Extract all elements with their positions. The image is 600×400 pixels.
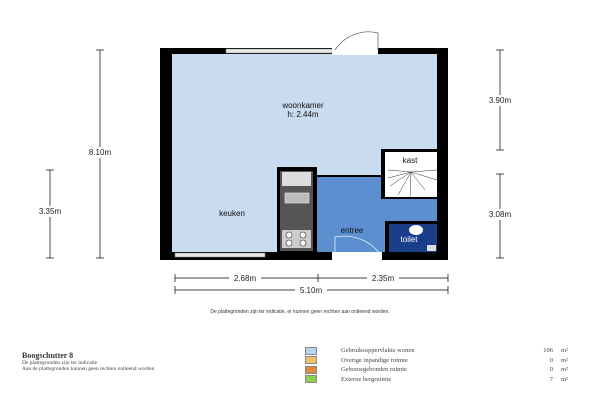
dim-total-width: 5.10m (300, 286, 323, 295)
front-door-swing (334, 235, 381, 255)
stove-icon (282, 230, 311, 248)
room-label-toilet: toilet (401, 235, 419, 244)
legend-value: 106 (543, 347, 553, 355)
info-line-2: Aan de plattegronden kunnen geen rechten… (22, 366, 155, 372)
area-legend: Gebruiksoppervlakte wonen 106 m² Overige… (305, 346, 575, 384)
info-line-1: De plattegronden zijn ter indicatie (22, 360, 98, 366)
dim-right-upper: 3.90m (489, 96, 512, 105)
legend-value: 0 (549, 356, 553, 364)
garden-door-opening (332, 47, 378, 55)
dim-bottom-right: 2.35m (372, 274, 395, 283)
bottom-window (174, 252, 266, 258)
legend-row: Gebruiksoppervlakte wonen 106 m² (305, 346, 575, 356)
room-label-keuken: keuken (219, 209, 245, 218)
top-window (225, 48, 333, 54)
legend-unit: m² (561, 347, 569, 355)
toilet-bowl-icon (409, 225, 423, 235)
legend-label: Externe bergruimte (341, 375, 392, 383)
dim-bottom-left: 2.68m (234, 274, 257, 283)
legend-row: Overige inpandige ruimte 0 m² (305, 356, 575, 366)
legend-row: Gebouwgebonden ruimte 0 m² (305, 365, 575, 375)
legend-swatch (305, 346, 317, 355)
room-height: h: 2.44m (287, 110, 318, 119)
legend-value: 7 (549, 375, 553, 383)
fridge (282, 172, 311, 186)
legend-unit: m² (561, 375, 569, 383)
info-block: Boogschutter 8 De plattegronden zijn ter… (22, 351, 154, 372)
sink-icon (284, 192, 310, 204)
room-label-entree: entree (341, 226, 364, 235)
room-label-woonkamer: woonkamer (281, 101, 324, 110)
address-title: Boogschutter 8 (22, 351, 74, 360)
legend-swatch (305, 356, 317, 365)
dim-total-height: 8.10m (89, 148, 112, 157)
legend-label: Gebruiksoppervlakte wonen (341, 347, 415, 355)
garden-door-swing (334, 31, 379, 51)
front-door-opening (332, 252, 382, 260)
room-label-kast: kast (403, 156, 418, 165)
legend-label: Gebouwgebonden ruimte (341, 366, 407, 374)
legend-row: Externe bergruimte 7 m² (305, 375, 575, 385)
washbasin-icon (427, 245, 436, 251)
entree-area (317, 177, 387, 252)
legend-swatch (305, 375, 317, 384)
stairs-icon (387, 169, 438, 198)
disclaimer: De plattegronden zijn ter indicatie, er … (210, 309, 390, 315)
entree-area-ext (380, 198, 437, 223)
legend-label: Overige inpandige ruimte (341, 356, 408, 364)
legend-value: 0 (549, 366, 553, 374)
legend-swatch (305, 365, 317, 374)
dim-left-lower: 3.35m (39, 207, 62, 216)
legend-unit: m² (561, 356, 569, 364)
dim-right-lower: 3.08m (489, 210, 512, 219)
legend-unit: m² (561, 366, 569, 374)
